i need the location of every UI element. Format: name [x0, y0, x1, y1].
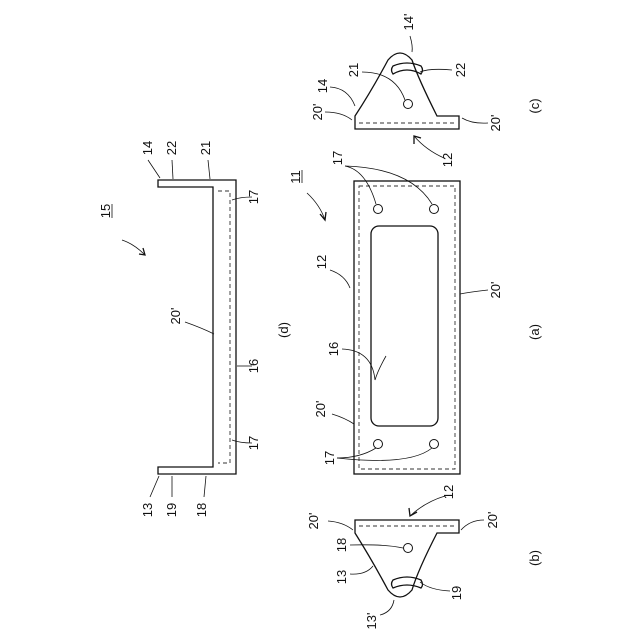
ref-20p-c-left: 20': [310, 104, 325, 121]
ref-20p-a-left: 20': [313, 401, 328, 418]
channel-dashed: [218, 191, 230, 463]
hole-18-b: [404, 544, 413, 553]
hole-17-bottom-left: [374, 440, 383, 449]
ref-18-d: 18: [194, 503, 209, 517]
fig-label-a: (a): [527, 324, 542, 340]
leader-20p-a-right: [460, 290, 488, 294]
ref-14p-c: 14': [401, 14, 416, 31]
leader-20p-a-left: [332, 414, 354, 424]
leader-17-top-b: [345, 166, 432, 204]
leader-20p-b-left: [328, 521, 353, 530]
leader-20p-d: [185, 322, 214, 334]
ref-19-b: 19: [449, 586, 464, 600]
leader-14-d: [148, 160, 160, 178]
ref-13p-b: 13': [364, 613, 379, 630]
leader-19-b: [420, 582, 450, 591]
hole-17-top-right: [430, 205, 439, 214]
arrow-12-b-head: [409, 508, 417, 516]
ref-16-d: 16: [246, 359, 261, 373]
leader-22-d: [172, 160, 173, 179]
fig-label-c: (c): [527, 98, 542, 113]
ref-20p-d: 20': [168, 308, 183, 325]
ref-13-d: 13: [140, 503, 155, 517]
fig-label-b: (b): [527, 550, 542, 566]
slot-22-c: [392, 63, 423, 74]
ref-12-b: 12: [441, 485, 456, 499]
figure-group-c: [325, 36, 488, 158]
leader-21-d: [208, 160, 210, 179]
arrow-15-head: [139, 248, 145, 255]
leader-17-bottom-b: [337, 448, 432, 460]
plate-outline: [354, 181, 460, 474]
ref-21-d: 21: [198, 141, 213, 155]
leader-14p-c: [410, 36, 412, 52]
ref-12-a: 12: [314, 255, 329, 269]
ref-20p-c-right: 20': [488, 115, 503, 132]
ref-19-d: 19: [164, 503, 179, 517]
fig-label-d: (d): [276, 322, 291, 338]
ref-20p-a-right: 20': [488, 282, 503, 299]
channel-outline: [158, 180, 236, 474]
ref-20p-b-left: 20': [306, 513, 321, 530]
figure-group-d: [112, 160, 252, 497]
ref-21-c: 21: [346, 63, 361, 77]
ref-13-b: 13: [334, 570, 349, 584]
ref-17-a-bottom: 17: [322, 451, 337, 465]
ref-18-b: 18: [334, 538, 349, 552]
ref-22-c: 22: [453, 63, 468, 77]
leader-20p-c-right: [462, 118, 488, 123]
ref-12-c: 12: [440, 153, 455, 167]
label-layer: (a) (b) (c) (d) 11 12 12 12 13 13' 13 14…: [98, 14, 542, 630]
leader-22-c: [420, 69, 452, 72]
ref-17-a-top: 17: [330, 151, 345, 165]
ref-20p-b-right: 20': [485, 512, 500, 529]
window-opening: [371, 226, 438, 426]
ref-14-d: 14: [140, 141, 155, 155]
ref-14-c: 14: [315, 79, 330, 93]
arrow-11-head: [320, 212, 326, 220]
end-piece-c: [355, 53, 459, 129]
ref-22-d: 22: [164, 141, 179, 155]
leader-13-d: [150, 476, 159, 497]
arrow-15: [122, 240, 145, 255]
leader-18-d: [204, 476, 206, 497]
ref-17-d-bottom: 17: [246, 436, 261, 450]
leader-20p-c-left: [325, 112, 352, 120]
leader-20p-b-right: [461, 520, 484, 530]
ref-11: 11: [288, 170, 303, 184]
ref-15: 15: [98, 204, 113, 218]
leader-16-a: [342, 349, 386, 380]
leader-17-bottom-a: [337, 448, 376, 458]
slot-19-b: [392, 577, 423, 588]
hole-17-top-left: [374, 205, 383, 214]
hole-17-bottom-right: [430, 440, 439, 449]
leader-13p-b: [380, 600, 394, 615]
figure-group-a: [302, 166, 488, 474]
ref-16-a: 16: [326, 342, 341, 356]
leader-17-top-a: [345, 166, 376, 204]
hole-21-c: [404, 100, 413, 109]
leader-14-c: [330, 87, 355, 106]
leader-18-b: [350, 545, 403, 548]
leader-13-b: [350, 566, 373, 574]
ref-17-d-top: 17: [246, 190, 261, 204]
leader-12-a: [330, 270, 350, 288]
